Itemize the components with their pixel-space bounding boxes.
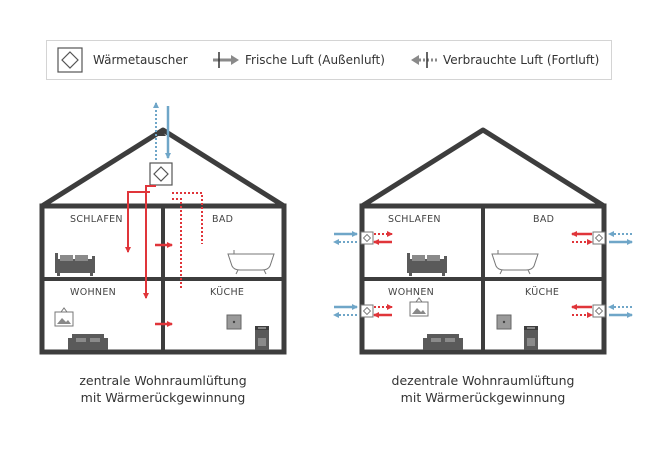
exhaust-air-arrow-icon [411, 52, 437, 68]
legend: Wärmetauscher Frische Luft (Außenluft) V… [46, 40, 612, 80]
decentral-stove-icon [523, 325, 539, 351]
decentral-caption: dezentrale Wohnraumlüftung mit Wärmerück… [353, 372, 613, 406]
central-house: SCHLAFEN BAD WOHNEN KÜCHE [39, 102, 287, 355]
legend-fresh-air: Frische Luft (Außenluft) [211, 41, 385, 79]
heat-exchanger-icon [57, 47, 83, 73]
central-caption: zentrale Wohnraumlüftung mit Wärmerückge… [33, 372, 293, 406]
decentral-cabinet-icon [496, 314, 512, 330]
decentral-device-bad-icon [592, 231, 606, 245]
legend-heat-exchanger: Wärmetauscher [57, 41, 188, 79]
central-room-bad: BAD [212, 214, 233, 225]
central-bed-icon [55, 253, 95, 276]
legend-exhaust-air: Verbrauchte Luft (Fortluft) [409, 41, 599, 79]
central-cabinet-icon [226, 314, 242, 330]
central-room-kueche: KÜCHE [210, 287, 244, 298]
decentral-house-roof [360, 127, 606, 209]
central-house-roof [40, 127, 286, 209]
decentral-device-kueche-icon [592, 304, 606, 318]
central-extract-duct-bad [172, 192, 203, 244]
central-bathtub-icon [227, 249, 275, 275]
decentral-room-wohnen: WOHNEN [388, 287, 434, 298]
central-room-schlafen: SCHLAFEN [70, 214, 123, 225]
decentral-caption-line2: mit Wärmerückgewinnung [400, 390, 566, 405]
central-caption-line1: zentrale Wohnraumlüftung [79, 373, 247, 388]
decentral-bed-icon [407, 253, 447, 276]
central-caption-line2: mit Wärmerückgewinnung [80, 390, 246, 405]
decentral-device-schlafen-icon [360, 231, 374, 245]
decentral-room-schlafen: SCHLAFEN [388, 214, 441, 225]
central-picture-icon [54, 307, 74, 327]
central-supply-duct-wohnen [143, 185, 156, 299]
decentral-room-kueche: KÜCHE [525, 287, 559, 298]
central-room-wohnen: WOHNEN [70, 287, 116, 298]
decentral-room-bad: BAD [533, 214, 554, 225]
legend-fresh-air-label: Frische Luft (Außenluft) [245, 53, 385, 67]
central-supply-duct-schlafen [125, 191, 150, 253]
decentral-device-wohnen-icon [360, 304, 374, 318]
fresh-air-arrow-icon [213, 52, 239, 68]
legend-exhaust-air-label: Verbrauchte Luft (Fortluft) [443, 53, 600, 67]
decentral-bathtub-icon [491, 249, 539, 275]
decentral-house: SCHLAFEN BAD WOHNEN KÜCHE [333, 127, 633, 355]
central-sofa-icon [68, 334, 108, 350]
decentral-sofa-icon [423, 334, 463, 350]
decentral-picture-icon [409, 297, 429, 317]
central-roof-outlet-icon [158, 131, 166, 136]
central-stove-icon [254, 325, 270, 351]
central-extract-duct-kueche [172, 198, 182, 288]
decentral-caption-line1: dezentrale Wohnraumlüftung [391, 373, 575, 388]
legend-heat-exchanger-label: Wärmetauscher [93, 53, 188, 67]
central-heat-exchanger-icon [149, 162, 173, 186]
